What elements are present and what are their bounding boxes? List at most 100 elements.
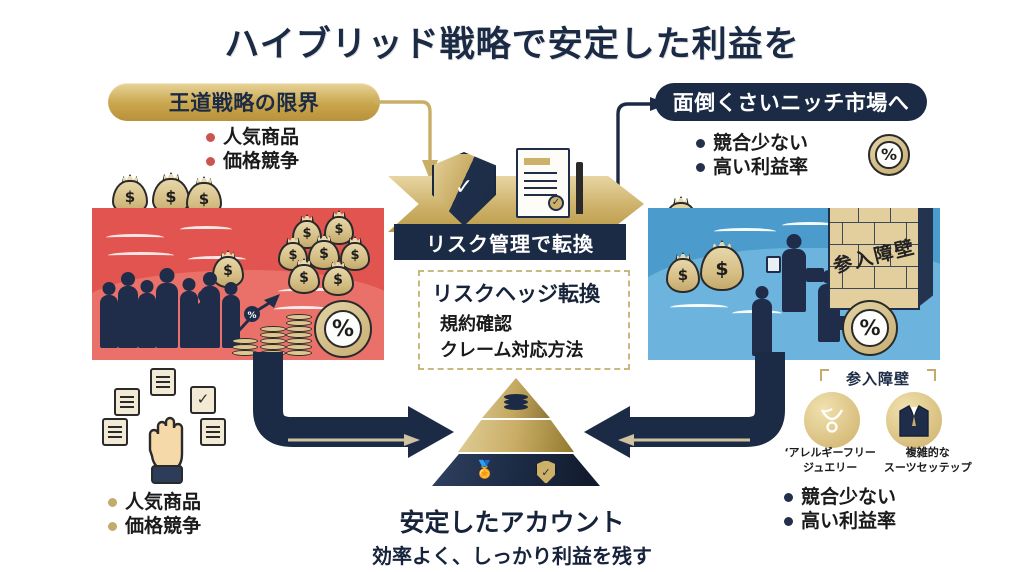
bullet-dot <box>108 497 117 507</box>
water-wave <box>108 252 174 259</box>
stable-account-pyramid: 🏅 ✓ <box>432 378 600 488</box>
left-flow-arrow <box>253 352 454 458</box>
right-flow-arrow <box>584 352 785 458</box>
bullet-text: 規約確認 <box>440 314 512 335</box>
pyramid-middle-tier <box>458 420 574 452</box>
banner-label: リスク管理で転換 <box>426 231 594 256</box>
bullet-text: 価格競争 <box>125 515 202 538</box>
businessperson-silhouette <box>780 234 808 312</box>
checklist-card: ✓ <box>190 386 216 414</box>
percent-symbol: % <box>875 141 903 169</box>
water-wave <box>670 304 728 311</box>
barrier-captions: ‘アレルギーフリー ジュエリー 複雑的な スーツセッテップ <box>776 446 980 476</box>
award-ribbon-icon: 🏅 <box>474 460 496 480</box>
bullet-text: 競合少ない <box>801 486 897 508</box>
person-silhouette <box>136 280 158 348</box>
risk-hedge-heading: リスクヘッジ転換 <box>432 282 600 306</box>
list-item: 価格競争 <box>206 149 299 173</box>
bullet-dot <box>206 156 215 166</box>
person-silhouette <box>154 268 180 348</box>
bracket-right-icon <box>927 369 936 381</box>
bullet-text: 価格競争 <box>223 150 300 173</box>
checklist-card <box>200 418 226 446</box>
list-item: クレーム対応方法 <box>432 336 628 362</box>
list-item: 価格競争 <box>108 514 201 538</box>
bullet-text: 高い利益率 <box>801 510 897 533</box>
niche-market-panel: $ $ <box>648 208 940 360</box>
list-item: 高い利益率 <box>784 509 896 533</box>
shopping-bag-icon <box>766 256 781 273</box>
coins-icon <box>504 394 528 410</box>
coin-stack-icon <box>286 308 312 356</box>
list-item: 競合少ない <box>696 131 808 155</box>
bullet-text: 人気商品 <box>223 126 300 148</box>
left-bullet-list: 人気商品 価格競争 <box>206 125 299 174</box>
barrier-caption-item: 複雑的な スーツセッテップ <box>884 446 972 476</box>
left-elbow-arrow <box>374 100 438 180</box>
list-item: 人気商品 <box>206 125 299 149</box>
risk-management-banner: ✓ ✓ リスク管理で転換 <box>388 148 644 260</box>
coin-stack-icon <box>260 320 286 356</box>
caption-line: スーツセッテップ <box>883 460 972 474</box>
left-section-pill: 王道戦略の限界 <box>108 83 380 121</box>
check-glyph: ✓ <box>196 390 210 409</box>
bullet-text: 高い利益率 <box>713 156 809 179</box>
bullet-dot <box>206 132 215 142</box>
bottom-caption-line2: 効率よく、しっかり利益を残す <box>372 544 652 568</box>
left-pill-label: 王道戦略の限界 <box>168 91 320 115</box>
pyramid-base-tier <box>432 454 600 486</box>
entry-barrier-group: 参入障壁 ‘アレルギーフリー ジュエリー 複雑的な <box>784 368 972 474</box>
money-bag-icon: $ <box>322 260 354 297</box>
growth-arrow-icon: % <box>230 294 280 340</box>
money-bag-icon: $ <box>666 252 700 294</box>
bottom-caption: 安定したアカウント 効率よく、しっかり利益を残す <box>0 503 1024 569</box>
bracket-left-icon <box>820 369 829 381</box>
percent-coin-icon: % <box>314 300 372 358</box>
water-wave <box>188 256 246 263</box>
checklist-card <box>102 418 128 446</box>
risk-hedge-box: リスクヘッジ転換 規約確認 クレーム対応方法 <box>418 270 630 370</box>
barrier-header-label: 参入障壁 <box>845 370 910 388</box>
list-item: 規約確認 <box>432 310 628 336</box>
banner-band: リスク管理で転換 <box>394 224 626 260</box>
water-wave <box>782 222 838 229</box>
percent-symbol: % <box>323 309 363 349</box>
checklist-card <box>150 368 176 396</box>
barrier-caption-item: ‘アレルギーフリー ジュエリー <box>784 446 876 476</box>
checklist-card <box>114 388 140 416</box>
person-silhouette <box>178 278 200 348</box>
list-item: 競合少ない <box>784 485 896 509</box>
suit-glyph <box>899 405 929 437</box>
bullet-text: クレーム対応方法 <box>440 340 584 361</box>
bullet-dot <box>696 162 705 172</box>
person-silhouette <box>194 290 214 348</box>
coin-stack-icon <box>232 336 258 356</box>
money-bag-icon: $ <box>288 258 320 295</box>
right-section-pill: 面倒くさいニッチ市場へ <box>655 83 927 121</box>
water-wave <box>180 226 232 233</box>
briefcase-icon <box>806 268 824 282</box>
bottom-right-bullet-list: 競合少ない 高い利益率 <box>784 485 896 534</box>
hand-checklist-icon: ✓ <box>100 368 260 486</box>
water-wave <box>274 306 330 313</box>
money-bag-icon: $ <box>700 240 744 294</box>
check-glyph: ✓ <box>541 465 551 479</box>
shield-check-icon: ✓ <box>536 460 556 484</box>
svg-text:%: % <box>247 311 256 321</box>
hand-shape <box>148 416 184 484</box>
percent-coin-icon: % <box>842 300 898 356</box>
right-bullet-list: 競合少ない 高い利益率 <box>696 131 808 180</box>
bullet-dot <box>784 516 793 526</box>
necklace-icon <box>804 392 860 448</box>
right-elbow-arrow <box>616 97 668 188</box>
caption-line: ‘アレルギーフリー <box>784 446 876 459</box>
bullet-text: 人気商品 <box>125 491 202 513</box>
water-wave <box>106 234 164 241</box>
businessperson-silhouette <box>750 286 774 356</box>
check-glyph: ✓ <box>454 174 474 200</box>
pencil-icon <box>576 162 583 214</box>
check-glyph: ✓ <box>548 194 564 211</box>
list-item: 人気商品 <box>108 490 201 514</box>
document-check-icon: ✓ <box>516 148 570 218</box>
bullet-dot <box>784 492 793 502</box>
